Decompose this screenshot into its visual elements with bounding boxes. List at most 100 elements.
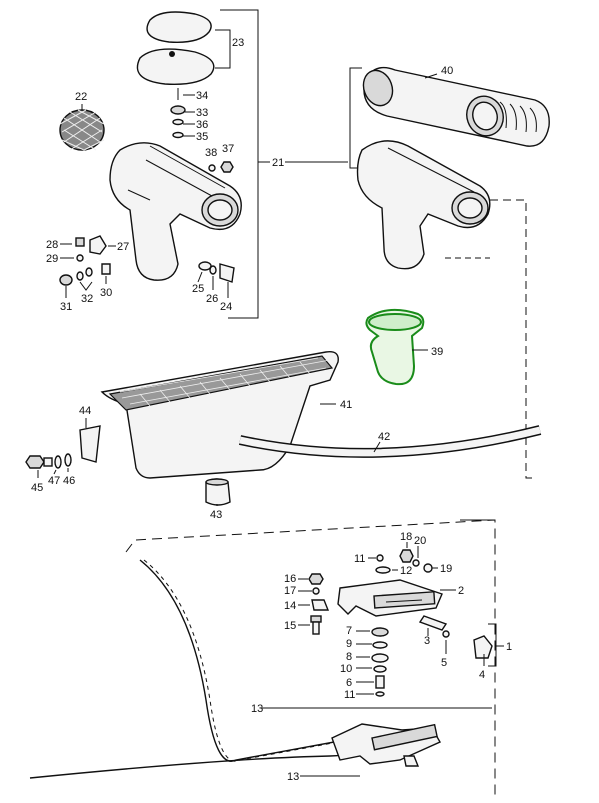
label-6: 6: [346, 677, 352, 689]
washer-26: [209, 265, 217, 275]
washer-17: [312, 587, 320, 595]
label-21: 21: [272, 157, 284, 169]
label-9: 9: [346, 638, 352, 650]
label-38: 38: [205, 147, 217, 159]
gasket-plate-upper: [146, 11, 212, 43]
washer-8: [371, 653, 389, 663]
label-37: 37: [222, 143, 234, 155]
label-19: 19: [440, 563, 452, 575]
label-40: 40: [441, 65, 453, 77]
nut-31: [59, 274, 73, 286]
blower-housing-right: [356, 140, 491, 270]
bracket-24: [219, 263, 235, 283]
nut-28: [75, 237, 85, 247]
nut-16: [308, 573, 324, 585]
label-47: 47: [48, 475, 60, 487]
label-41: 41: [340, 399, 352, 411]
bracket-23: [215, 29, 231, 69]
washer-9: [372, 641, 388, 649]
washer-19: [423, 563, 433, 573]
label-5: 5: [441, 657, 447, 669]
bolt-15-head: [310, 615, 322, 623]
label-32: 32: [81, 293, 93, 305]
label-34: 34: [196, 90, 208, 102]
washer-11: [376, 554, 384, 562]
bolt-45-head: [25, 455, 45, 469]
label-7: 7: [346, 625, 352, 637]
bracket-40: [349, 67, 362, 169]
label-1: 1: [506, 641, 512, 653]
cable-13-upper: [139, 559, 357, 762]
bolt-45-shank: [43, 457, 53, 467]
washer-38: [208, 164, 216, 172]
label-13-lower: 13: [287, 771, 299, 783]
spring-10: [373, 665, 387, 673]
clip-14: [311, 599, 330, 611]
dashed-right: [490, 199, 535, 479]
label-4: 4: [479, 669, 485, 681]
washer-36: [172, 118, 184, 126]
label-12: 12: [400, 565, 412, 577]
bracket-1: [488, 623, 497, 667]
bushing-6: [375, 675, 385, 689]
label-31: 31: [60, 301, 72, 313]
bracket-21: [220, 9, 259, 319]
label-22: 22: [75, 91, 87, 103]
label-28: 28: [46, 239, 58, 251]
washer-47: [54, 455, 62, 469]
label-23: 23: [232, 37, 244, 49]
label-44: 44: [79, 405, 91, 417]
label-45: 45: [31, 482, 43, 494]
label-39: 39: [431, 346, 443, 358]
bolt-15: [312, 621, 320, 635]
washer-32b: [85, 267, 93, 277]
bracket-44: [79, 425, 101, 463]
hose-40: [363, 66, 550, 147]
label-43: 43: [210, 509, 222, 521]
label-46: 46: [63, 475, 75, 487]
label-25: 25: [192, 283, 204, 295]
plate-hole: [169, 51, 175, 57]
washer-46: [64, 453, 72, 467]
label-30: 30: [100, 287, 112, 299]
knob-4: [473, 635, 493, 659]
dashed-bottom: [125, 519, 496, 798]
nut-7: [371, 627, 389, 637]
label-24: 24: [220, 301, 232, 313]
label-11-top: 11: [354, 553, 365, 565]
label-42: 42: [378, 431, 390, 443]
gasket-plate-lower: [136, 48, 215, 85]
label-10: 10: [340, 663, 352, 675]
label-35: 35: [196, 131, 208, 143]
spacer-33: [170, 105, 186, 115]
washer-29: [76, 254, 84, 262]
nut-37: [220, 161, 234, 173]
bolt-25: [198, 261, 212, 271]
clip-11: [375, 691, 385, 697]
label-33: 33: [196, 107, 208, 119]
bolt-30: [101, 263, 111, 275]
washer-20: [412, 559, 420, 567]
label-11-bottom: 11: [344, 689, 355, 701]
label-3: 3: [424, 635, 430, 647]
label-13-upper: 13: [251, 703, 263, 715]
clamp-27: [89, 235, 107, 255]
screw-5: [442, 630, 450, 638]
label-8: 8: [346, 651, 352, 663]
lever-3: [418, 615, 448, 631]
label-36: 36: [196, 119, 208, 131]
label-27: 27: [117, 241, 129, 253]
nut-18: [399, 549, 414, 563]
label-26: 26: [206, 293, 218, 305]
label-20: 20: [414, 535, 426, 547]
label-14: 14: [284, 600, 296, 612]
washer-12: [375, 566, 391, 574]
label-16: 16: [284, 573, 296, 585]
washer-35: [172, 131, 184, 139]
blower-housing: [109, 142, 242, 281]
label-15: 15: [284, 620, 296, 632]
washer-32a: [76, 271, 84, 281]
label-18: 18: [400, 531, 412, 543]
